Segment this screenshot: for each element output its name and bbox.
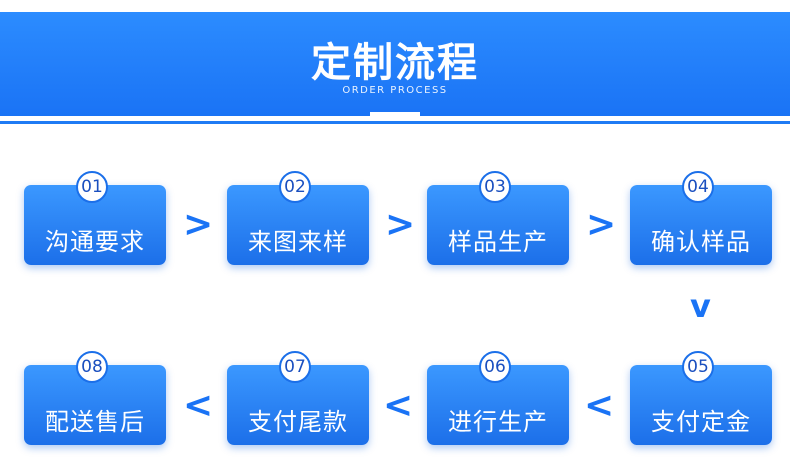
right-arrow-icon: > xyxy=(385,204,416,245)
left-arrow-icon: < xyxy=(383,385,414,426)
step-05: 05 支付定金 xyxy=(630,351,772,445)
page-subtitle: ORDER PROCESS xyxy=(342,85,448,96)
step-06: 06 进行生产 xyxy=(427,351,569,445)
step-number-badge: 04 xyxy=(682,171,714,203)
right-arrow-icon: > xyxy=(586,204,617,245)
step-number-badge: 05 xyxy=(682,351,714,383)
step-number-badge: 06 xyxy=(479,351,511,383)
right-arrow-icon: > xyxy=(183,204,214,245)
step-number-badge: 07 xyxy=(279,351,311,383)
step-08: 08 配送售后 xyxy=(24,351,166,445)
header-divider xyxy=(0,121,790,124)
step-03: 03 样品生产 xyxy=(427,171,569,265)
step-number-badge: 02 xyxy=(279,171,311,203)
step-number-badge: 08 xyxy=(76,351,108,383)
step-label: 进行生产 xyxy=(448,408,548,436)
step-01: 01 沟通要求 xyxy=(24,171,166,265)
step-04: 04 确认样品 xyxy=(630,171,772,265)
step-label: 沟通要求 xyxy=(45,228,145,256)
step-07: 07 支付尾款 xyxy=(227,351,369,445)
header-banner xyxy=(0,12,790,116)
left-arrow-icon: < xyxy=(584,385,615,426)
step-label: 支付定金 xyxy=(651,408,751,436)
left-arrow-icon: < xyxy=(183,385,214,426)
step-number-badge: 01 xyxy=(76,171,108,203)
step-label: 样品生产 xyxy=(448,228,548,256)
step-label: 配送售后 xyxy=(45,408,145,436)
page-title: 定制流程 xyxy=(311,40,479,86)
step-label: 确认样品 xyxy=(651,228,751,256)
step-label: 来图来样 xyxy=(248,228,348,256)
down-arrow-icon: v xyxy=(690,287,711,325)
step-number-badge: 03 xyxy=(479,171,511,203)
header-underline xyxy=(370,112,420,117)
step-02: 02 来图来样 xyxy=(227,171,369,265)
step-label: 支付尾款 xyxy=(248,408,348,436)
